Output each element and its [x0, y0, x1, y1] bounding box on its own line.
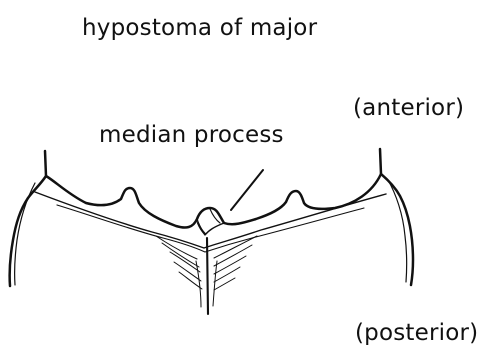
- posterior-margin: [35, 192, 386, 248]
- median-process-leader-line: [231, 170, 263, 210]
- anterior-margin: [46, 174, 381, 228]
- posterior-margin-inner: [57, 205, 364, 252]
- right-hatching-4: [214, 267, 240, 282]
- median-groove: [207, 238, 208, 314]
- left-inner-margin: [15, 183, 35, 285]
- left-hatching-2: [162, 243, 199, 267]
- right-lateral-margin: [380, 149, 413, 285]
- right-inner-margin: [388, 180, 407, 282]
- lower-median-line-right: [213, 261, 217, 306]
- median-process-shading-1: [198, 223, 205, 234]
- lower-median-line: [196, 261, 201, 307]
- right-hatching-3: [214, 256, 246, 274]
